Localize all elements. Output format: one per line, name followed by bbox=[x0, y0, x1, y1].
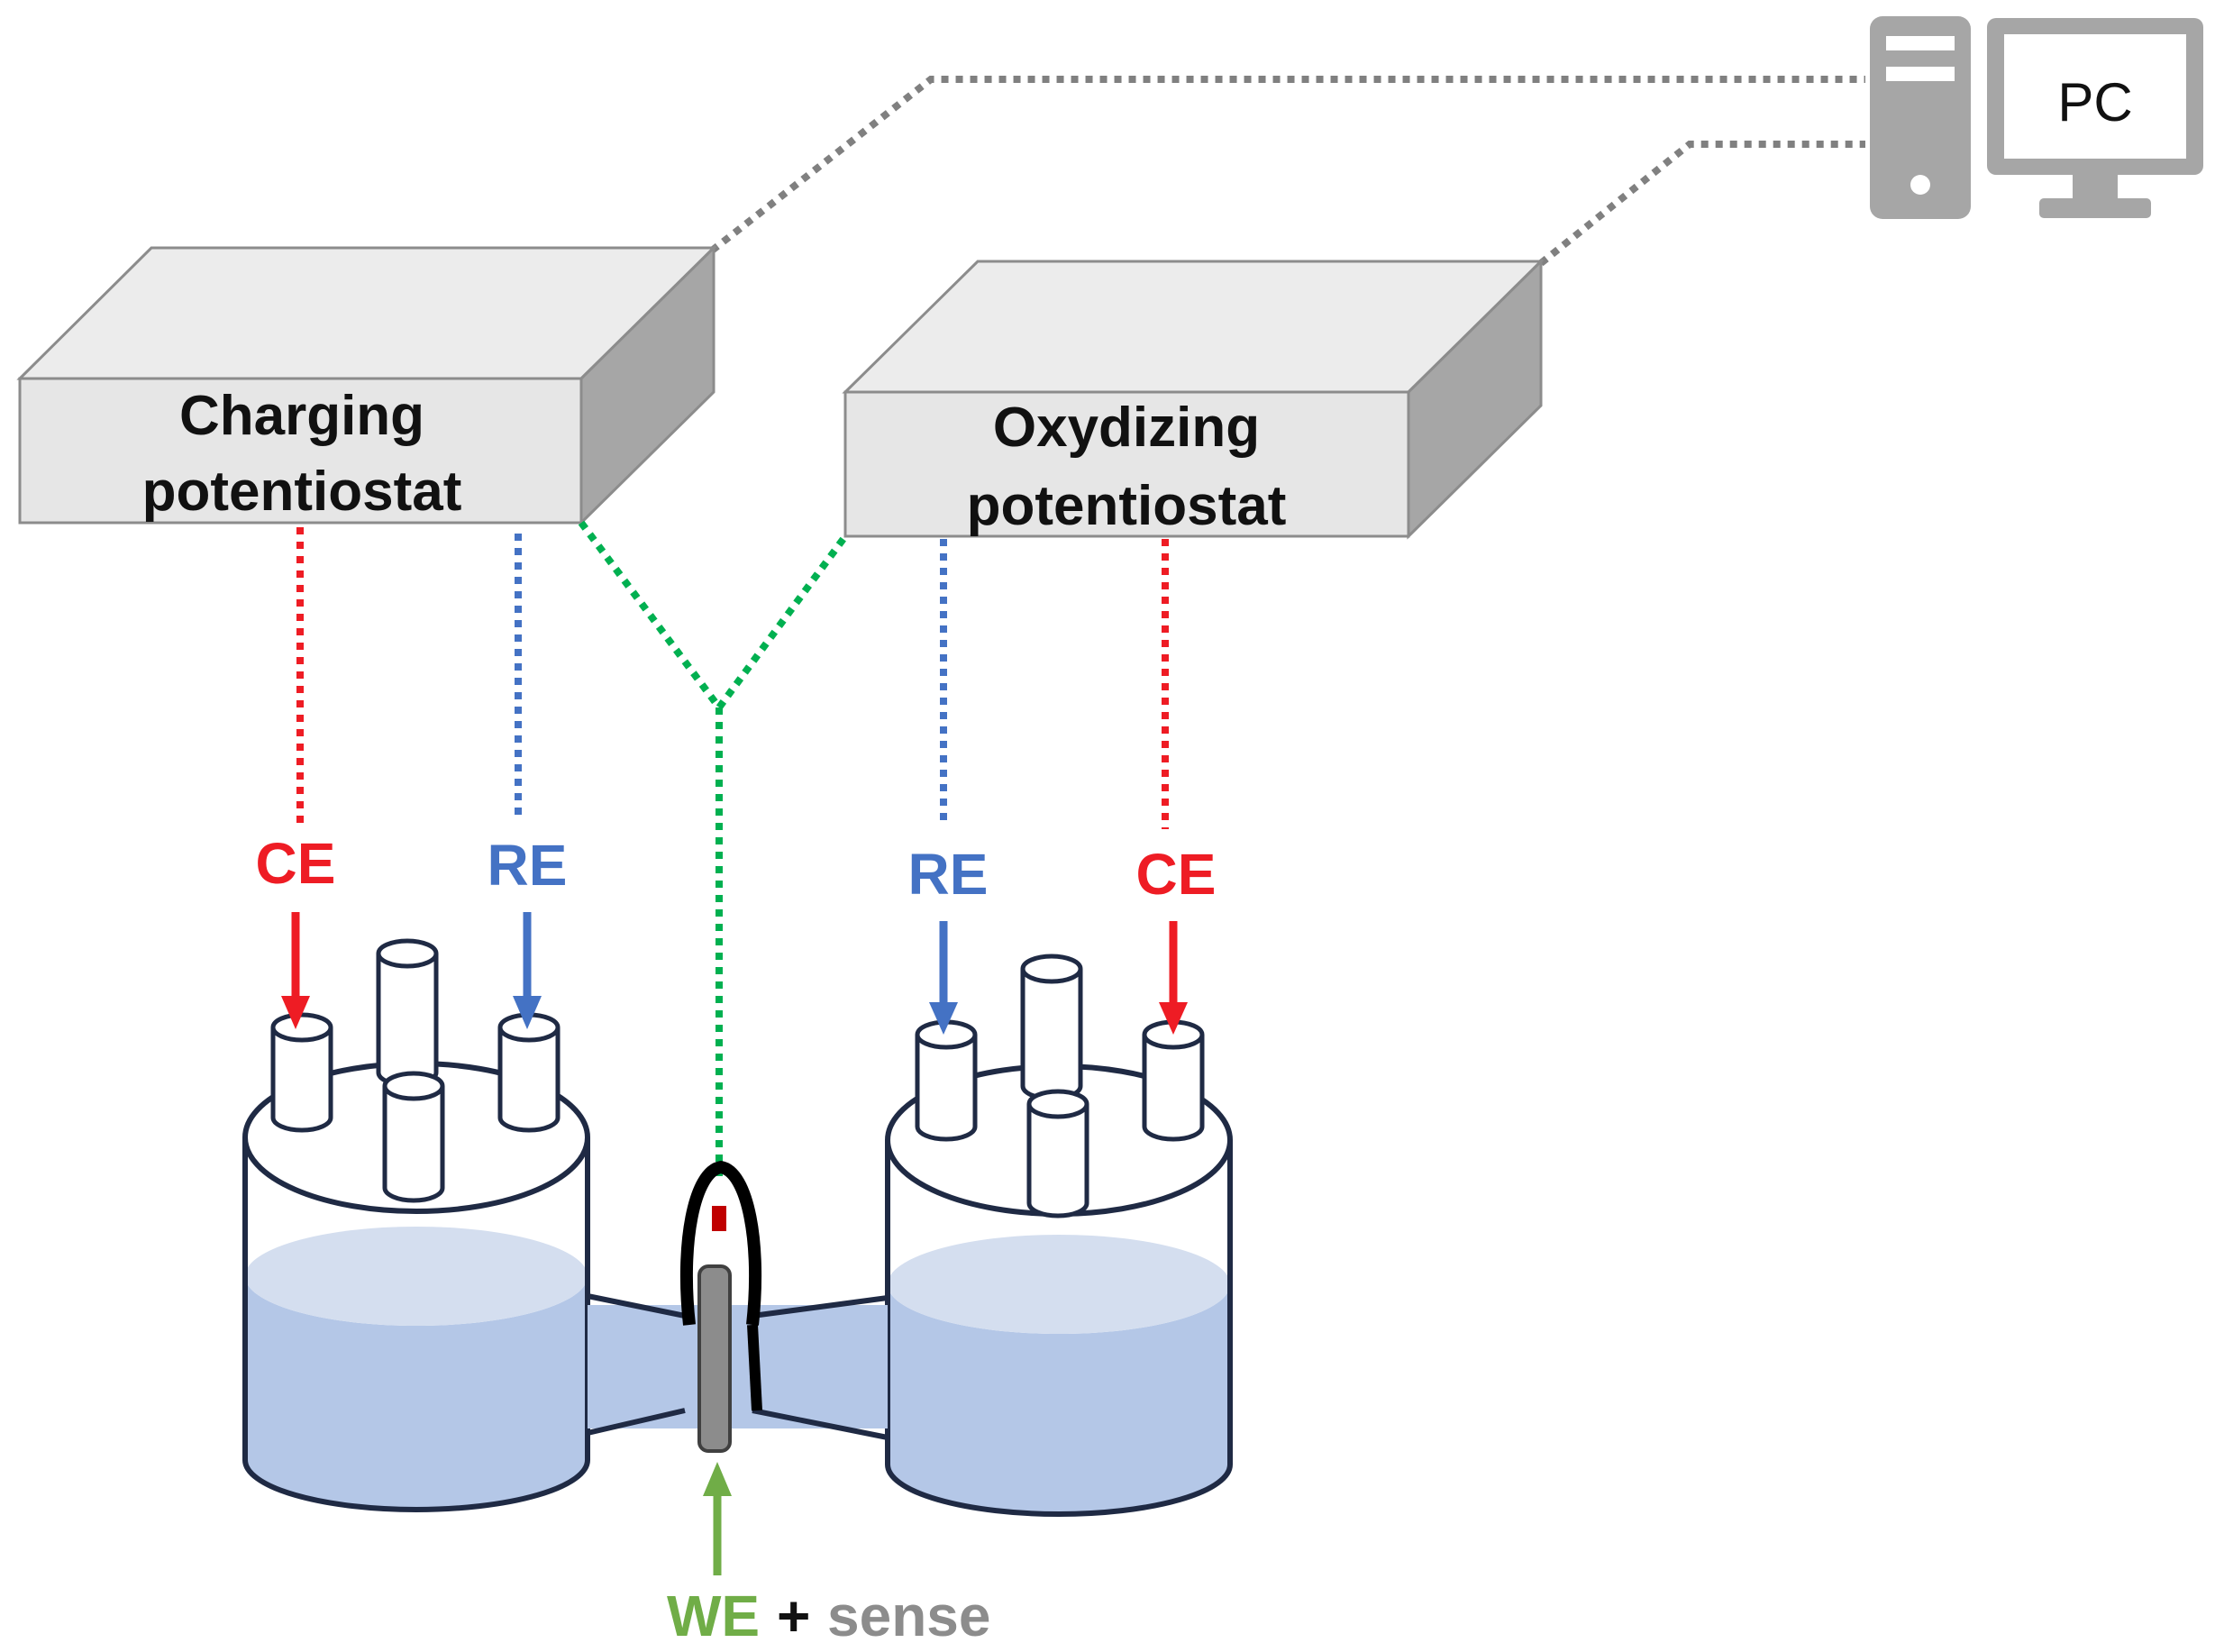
left-cell-electrolyte bbox=[245, 1276, 588, 1510]
left-cell-necks bbox=[270, 938, 561, 1203]
arrow-right-ce bbox=[1159, 921, 1188, 1035]
right-cell-electrolyte-surface bbox=[888, 1235, 1230, 1334]
right-re-label: RE bbox=[908, 842, 989, 907]
charging-potentiostat-label-line2: potentiostat bbox=[142, 461, 462, 523]
membrane-channel bbox=[587, 1293, 889, 1440]
channel-outline-right-bottom bbox=[752, 1408, 889, 1440]
lead-labels: CE RE RE CE bbox=[256, 831, 1217, 907]
working-electrode-disk bbox=[697, 1264, 732, 1453]
wire-we-shared bbox=[578, 520, 849, 714]
left-cell bbox=[242, 938, 590, 1512]
arrow-we bbox=[703, 1462, 732, 1575]
pc-cables bbox=[709, 76, 1865, 267]
left-cell-electrolyte-surface bbox=[245, 1227, 588, 1326]
oxidizing-potentiostat-label-line2: potentiostat bbox=[967, 475, 1287, 537]
left-re-label: RE bbox=[488, 833, 568, 898]
we-label: WE bbox=[667, 1584, 760, 1648]
we-sense-label: WE + sense bbox=[667, 1584, 990, 1648]
arrows bbox=[281, 912, 1188, 1575]
channel-outline-left-bottom bbox=[587, 1408, 686, 1436]
arrow-left-ce bbox=[281, 912, 310, 1029]
clamp-black-loop bbox=[679, 1160, 762, 1326]
charging-potentiostat-label-line1: Charging bbox=[179, 385, 424, 447]
channel-electrolyte bbox=[588, 1305, 888, 1428]
cable-oxidizing-to-pc bbox=[1538, 141, 1865, 267]
right-cell-electrolyte bbox=[888, 1284, 1230, 1514]
right-cell-body-outline bbox=[885, 1140, 1233, 1517]
desktop-computer-icon: PC bbox=[1870, 16, 2203, 219]
arrow-right-re bbox=[929, 921, 958, 1035]
channel-outline-right-top bbox=[752, 1295, 889, 1319]
oxidizing-potentiostat-label-line1: Oxydizing bbox=[993, 397, 1260, 459]
channel-outline-left-top bbox=[587, 1293, 686, 1319]
left-ce-label: CE bbox=[256, 831, 336, 896]
right-cell bbox=[885, 954, 1233, 1517]
right-ce-label: CE bbox=[1136, 842, 1217, 907]
left-cell-body-outline bbox=[242, 1137, 590, 1512]
oxidizing-potentiostat-face bbox=[843, 390, 1410, 538]
oxidizing-potentiostat: Oxydizing potentiostat bbox=[842, 258, 1545, 540]
sense-label: sense bbox=[827, 1584, 990, 1648]
working-electrode-clamp bbox=[679, 1160, 762, 1453]
lead-wires bbox=[296, 520, 1169, 1181]
charging-potentiostat-face bbox=[18, 377, 583, 525]
clamp-black-right bbox=[747, 1324, 762, 1411]
clamp-red-contact bbox=[712, 1206, 726, 1231]
pc-label: PC bbox=[2057, 72, 2132, 132]
cable-charging-to-pc bbox=[709, 76, 1865, 254]
plus-label: + bbox=[777, 1584, 810, 1648]
charging-potentiostat: Charging potentiostat bbox=[16, 244, 717, 526]
arrow-left-re bbox=[513, 912, 542, 1029]
